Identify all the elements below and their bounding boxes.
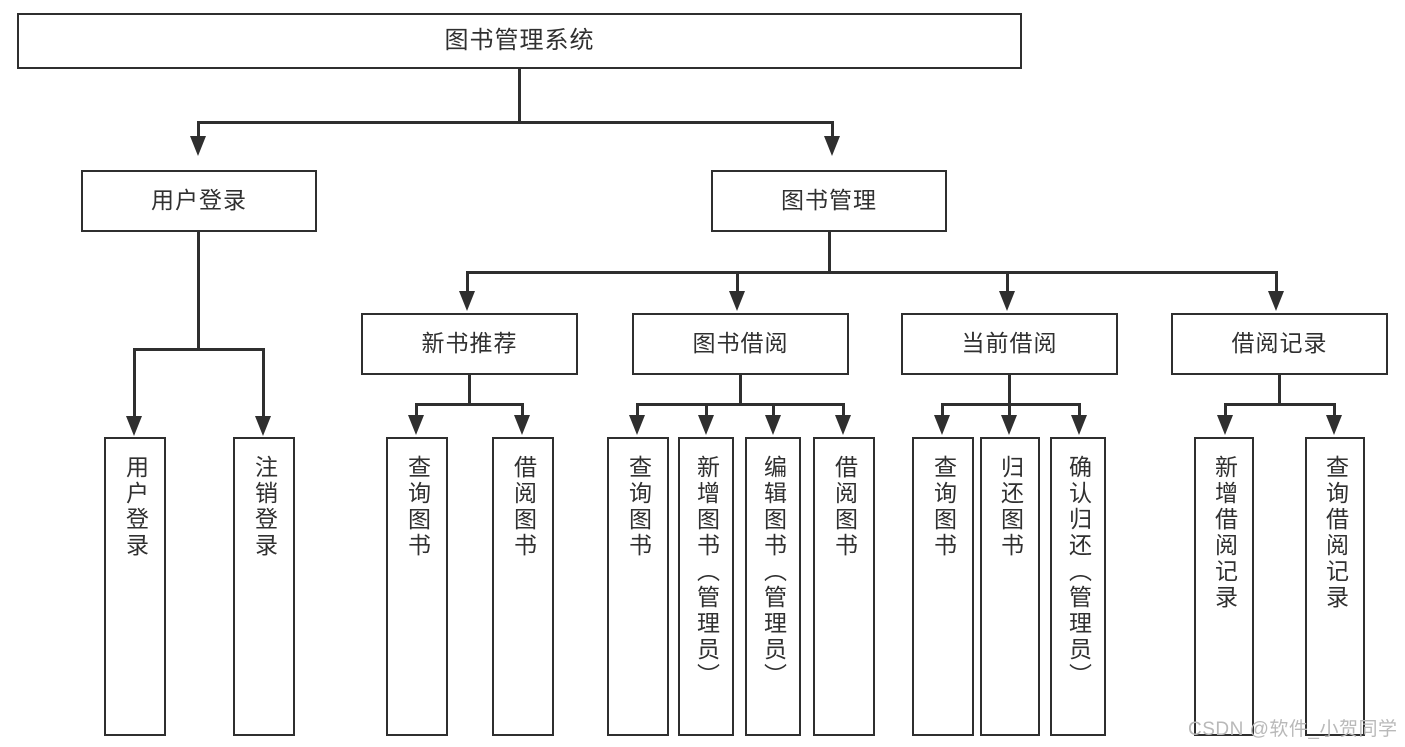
arrow-to-user-login: [190, 136, 206, 156]
connector-book-borrow-stem: [739, 375, 742, 405]
node-leaf-borrow-book-2[interactable]: 借阅图书: [813, 437, 875, 736]
arrow-to-leaf-query-record: [1326, 415, 1342, 435]
node-leaf-query-record[interactable]: 查询借阅记录: [1305, 437, 1365, 736]
arrow-to-new-book-rec: [459, 291, 475, 311]
node-leaf-confirm-return[interactable]: 确认归还（管理员）: [1050, 437, 1106, 736]
connector-level2-bus: [197, 121, 834, 124]
connector-drop-leaf-query-record: [1333, 403, 1336, 417]
node-label: 归还图书: [997, 455, 1024, 559]
node-leaf-borrow-book-1[interactable]: 借阅图书: [492, 437, 554, 736]
connector-new-book-rec-stem: [468, 375, 471, 405]
connector-drop-leaf-return-book: [1008, 403, 1011, 417]
node-leaf-add-book[interactable]: 新增图书（管理员）: [678, 437, 734, 736]
connector-drop-leaf-confirm-return: [1078, 403, 1081, 417]
arrow-to-book-manage: [824, 136, 840, 156]
node-label: 用户登录: [151, 187, 247, 214]
connector-book-manage-stem: [828, 232, 831, 274]
connector-drop-leaf-logout: [262, 348, 265, 418]
connector-borrow-record-stem: [1278, 375, 1281, 405]
node-label: 新增借阅记录: [1211, 455, 1238, 611]
arrow-to-leaf-query-book-3: [934, 415, 950, 435]
connector-level3-bus: [466, 271, 1278, 274]
node-root-system[interactable]: 图书管理系统: [17, 13, 1022, 69]
arrow-to-leaf-return-book: [1001, 415, 1017, 435]
node-label: 用户登录: [122, 455, 149, 559]
arrow-to-current-borrow: [999, 291, 1015, 311]
node-leaf-query-book-2[interactable]: 查询图书: [607, 437, 669, 736]
node-new-book-rec[interactable]: 新书推荐: [361, 313, 578, 375]
node-label: 查询图书: [404, 455, 431, 559]
node-leaf-user-login[interactable]: 用户登录: [104, 437, 166, 736]
node-label: 借阅图书: [831, 455, 858, 559]
connector-book-borrow-bus: [636, 403, 845, 406]
connector-current-borrow-stem: [1008, 375, 1011, 405]
node-label: 当前借阅: [961, 330, 1058, 357]
node-label: 确认归还（管理员）: [1065, 455, 1092, 689]
arrow-to-leaf-query-book-1: [408, 415, 424, 435]
node-label: 新增图书（管理员）: [693, 455, 720, 689]
connector-drop-leaf-query-book-1: [415, 403, 418, 417]
node-label: 查询图书: [625, 455, 652, 559]
connector-drop-leaf-add-record: [1224, 403, 1227, 417]
connector-drop-borrow-record: [1275, 271, 1278, 293]
connector-drop-leaf-add-book: [705, 403, 708, 417]
connector-root-stem: [518, 69, 521, 123]
connector-user-login-bus: [133, 348, 265, 351]
arrow-to-leaf-add-book: [698, 415, 714, 435]
node-label: 借阅记录: [1231, 330, 1328, 357]
node-book-borrow[interactable]: 图书借阅: [632, 313, 849, 375]
node-leaf-query-book-1[interactable]: 查询图书: [386, 437, 448, 736]
arrow-to-leaf-borrow-book-2: [835, 415, 851, 435]
connector-borrow-record-bus: [1224, 403, 1336, 406]
node-label: 借阅图书: [510, 455, 537, 559]
node-leaf-return-book[interactable]: 归还图书: [980, 437, 1040, 736]
connector-drop-leaf-borrow-book-2: [842, 403, 845, 417]
connector-drop-leaf-user-login: [133, 348, 136, 418]
node-label: 新书推荐: [421, 330, 518, 357]
node-label: 查询借阅记录: [1322, 455, 1349, 611]
node-current-borrow[interactable]: 当前借阅: [901, 313, 1118, 375]
connector-drop-leaf-borrow-book-1: [521, 403, 524, 417]
node-leaf-query-book-3[interactable]: 查询图书: [912, 437, 974, 736]
node-book-manage[interactable]: 图书管理: [711, 170, 947, 232]
arrow-to-leaf-add-record: [1217, 415, 1233, 435]
arrow-to-leaf-confirm-return: [1071, 415, 1087, 435]
node-leaf-add-record[interactable]: 新增借阅记录: [1194, 437, 1254, 736]
node-label: 图书借阅: [692, 330, 789, 357]
connector-drop-current-borrow: [1006, 271, 1009, 293]
arrow-to-borrow-record: [1268, 291, 1284, 311]
node-borrow-record[interactable]: 借阅记录: [1171, 313, 1388, 375]
arrow-to-leaf-edit-book: [765, 415, 781, 435]
node-leaf-logout[interactable]: 注销登录: [233, 437, 295, 736]
connector-current-borrow-bus: [941, 403, 1081, 406]
connector-drop-leaf-query-book-2: [636, 403, 639, 417]
node-label: 图书管理系统: [444, 26, 595, 54]
arrow-to-book-borrow: [729, 291, 745, 311]
arrow-to-leaf-logout: [255, 416, 271, 436]
node-label: 图书管理: [781, 187, 877, 214]
connector-drop-new-book-rec: [466, 271, 469, 293]
connector-new-book-rec-bus: [415, 403, 524, 406]
connector-user-login-stem: [197, 232, 200, 351]
node-leaf-edit-book[interactable]: 编辑图书（管理员）: [745, 437, 801, 736]
connector-drop-book-borrow: [736, 271, 739, 293]
node-label: 注销登录: [251, 455, 278, 559]
connector-drop-leaf-query-book-3: [941, 403, 944, 417]
connector-drop-leaf-edit-book: [772, 403, 775, 417]
arrow-to-leaf-user-login: [126, 416, 142, 436]
node-label: 查询图书: [930, 455, 957, 559]
arrow-to-leaf-borrow-book-1: [514, 415, 530, 435]
arrow-to-leaf-query-book-2: [629, 415, 645, 435]
node-label: 编辑图书（管理员）: [760, 455, 787, 689]
connector-drop-user-login: [197, 121, 200, 138]
connector-drop-book-manage: [831, 121, 834, 138]
node-user-login[interactable]: 用户登录: [81, 170, 317, 232]
